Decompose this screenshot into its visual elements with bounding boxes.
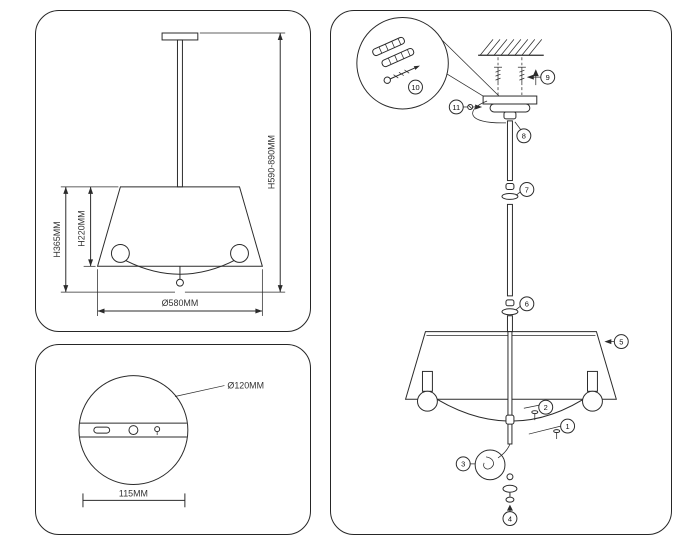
- callout-2: 2: [538, 399, 554, 415]
- label-height-shade: H220MM: [77, 210, 87, 246]
- finial-disc: [502, 484, 518, 493]
- dim-diameter-shade: Ø580MM: [97, 298, 263, 314]
- arms: [123, 258, 237, 275]
- right-bulb: [230, 243, 249, 263]
- leader-line: [174, 385, 225, 397]
- svg-text:5: 5: [619, 337, 623, 346]
- dim-plate-width: 115MM: [82, 488, 186, 508]
- svg-text:8: 8: [522, 132, 526, 141]
- arm-hub: [505, 414, 515, 425]
- assembly-panel: 10: [330, 10, 672, 535]
- mount-band: [79, 422, 187, 438]
- right-bulb: [582, 390, 603, 412]
- lamp-outline: [96, 32, 264, 287]
- screw-lower: [553, 429, 561, 434]
- lampshade: [96, 186, 264, 267]
- dim-height-shade: H220MM: [77, 186, 94, 267]
- callout-4: 4: [502, 511, 518, 527]
- rod-lower: [506, 315, 513, 333]
- dimension-panel: H365MM H220MM H590-890MM Ø580MM: [35, 10, 311, 332]
- center-column: [507, 331, 513, 445]
- rod-middle: [506, 203, 513, 297]
- label-plate-width: 115MM: [119, 488, 148, 498]
- stem-rod: [176, 39, 183, 188]
- center-hole: [128, 425, 139, 436]
- label-diameter-canopy: Ø120MM: [227, 381, 264, 391]
- hook-ring: [506, 473, 514, 481]
- dim-height-overall: H590-890MM: [266, 33, 283, 293]
- svg-text:10: 10: [411, 83, 419, 92]
- screw-head: [383, 76, 391, 84]
- finial-knob: [505, 496, 515, 503]
- label-height-overall: H590-890MM: [266, 135, 276, 189]
- callout-7: 7: [519, 182, 535, 197]
- assembly-drawing: 10: [356, 17, 629, 527]
- detail-circle: [356, 17, 449, 110]
- canopy-circle: [78, 375, 189, 486]
- callout-9: 9: [540, 69, 556, 85]
- svg-text:9: 9: [546, 73, 550, 82]
- ceiling-hatch: [478, 39, 544, 56]
- callout-10: 10: [408, 79, 423, 95]
- svg-text:7: 7: [525, 185, 529, 194]
- svg-text:1: 1: [566, 422, 570, 431]
- dimension-drawing: H365MM H220MM H590-890MM Ø580MM: [52, 32, 286, 316]
- anchors-and-screws: [372, 36, 420, 84]
- extension-lines: [60, 32, 286, 316]
- label-diameter-shade: Ø580MM: [162, 298, 199, 308]
- callout-3: 3: [455, 456, 471, 472]
- left-candle: [421, 370, 433, 392]
- dim-height-fixture: H365MM: [52, 186, 69, 293]
- hook-detail-bubble: [474, 449, 506, 481]
- small-hole: [154, 426, 161, 433]
- ceiling-cap: [161, 32, 199, 41]
- canopy-plate: [482, 95, 538, 120]
- callout-11: 11: [448, 99, 464, 115]
- svg-text:3: 3: [461, 460, 465, 469]
- callout-5: 5: [613, 334, 629, 350]
- canopy-drawing: Ø120MM 115MM: [78, 375, 264, 508]
- canopy-panel: Ø120MM 115MM: [35, 344, 311, 535]
- finial: [175, 278, 184, 287]
- hanging-cable: [472, 100, 506, 124]
- svg-text:4: 4: [508, 514, 512, 523]
- pigtail-wire: [497, 443, 511, 459]
- candles-and-bulbs: [416, 370, 603, 425]
- anchor-detail-bubble: [356, 17, 501, 110]
- svg-text:6: 6: [525, 300, 529, 309]
- right-candle: [586, 370, 598, 392]
- svg-text:2: 2: [544, 403, 548, 412]
- left-bulb: [416, 390, 438, 412]
- svg-text:11: 11: [452, 103, 460, 112]
- lampshade: [404, 331, 617, 400]
- connector-lower: [501, 299, 519, 316]
- callout-8: 8: [516, 128, 532, 144]
- rod-coupler-nut: [503, 111, 517, 120]
- bottom-parts: [502, 473, 518, 503]
- screw-direction-arrow: [532, 69, 539, 86]
- hook: [483, 456, 494, 470]
- screw-upper: [531, 410, 539, 415]
- callout-6: 6: [519, 296, 535, 312]
- slot-hole: [93, 426, 111, 434]
- connector-upper: [501, 183, 519, 200]
- label-height-fixture: H365MM: [52, 221, 62, 257]
- dim-diameter-canopy: Ø120MM: [174, 381, 264, 397]
- rod-upper: [506, 120, 513, 182]
- left-bulb: [110, 243, 130, 263]
- callout-1: 1: [560, 418, 576, 434]
- mounting-screws: [494, 57, 526, 96]
